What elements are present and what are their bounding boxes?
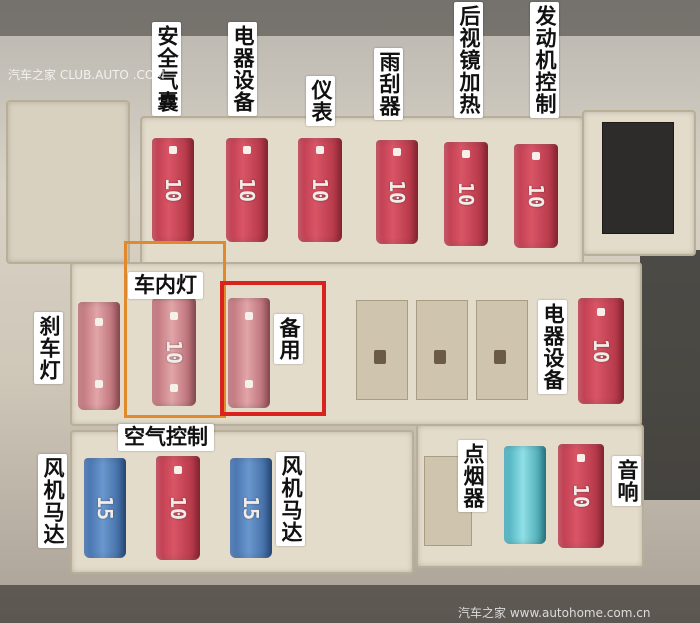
fuse-rating: 10 [235, 177, 259, 203]
label-electrical-1: 电器设备 [228, 22, 257, 116]
fuse-terminal [316, 146, 324, 154]
fuse-terminal [532, 152, 540, 160]
fuse-terminal [174, 466, 182, 474]
fuse-audio: 10 [558, 444, 604, 548]
label-wiper: 雨刮器 [374, 48, 403, 120]
fuse-airbag: 10 [152, 138, 194, 242]
label-airbag: 安全气囊 [152, 22, 181, 116]
slot-hole [494, 350, 506, 364]
fuse-rating: 10 [569, 483, 593, 509]
slot-hole [434, 350, 446, 364]
watermark-top: 汽车之家 CLUB.AUTO .COM [8, 68, 165, 82]
fuse-terminal [170, 312, 178, 320]
upper-left-shadow [0, 0, 700, 36]
label-instrument: 仪表 [306, 76, 335, 126]
fuse-terminal [462, 150, 470, 158]
bottom-shadow [0, 585, 700, 623]
fuse-rating: 10 [454, 181, 478, 207]
fuse-mirror-heat: 10 [444, 142, 488, 246]
fuse-rating: 10 [161, 177, 185, 203]
fuse-terminal [393, 148, 401, 156]
fuse-terminal [577, 454, 585, 462]
fuse-interior-light: 10 [152, 298, 196, 406]
fuse-fan-motor-right: 15 [230, 458, 272, 558]
fuse-rating: 10 [166, 495, 190, 521]
fuse-rating: 15 [93, 495, 117, 521]
label-fan-motor-left: 风机马达 [38, 454, 67, 548]
right-edge-shadow [640, 250, 700, 500]
fuse-electrical-1: 10 [226, 138, 268, 242]
slot-hole [374, 350, 386, 364]
label-ac-control: 空气控制 [118, 424, 214, 451]
fuse-terminal [169, 146, 177, 154]
highlight-orange-interior-light [124, 241, 226, 418]
fuse-terminal [245, 380, 253, 388]
watermark-bottom: 汽车之家 www.autohome.com.cn [458, 606, 651, 620]
fuse-engine: 10 [514, 144, 558, 248]
label-spare: 备用 [274, 314, 303, 364]
fuse-wiper: 10 [376, 140, 418, 244]
label-fan-motor-right: 风机马达 [276, 452, 305, 546]
fuse-terminal [95, 380, 103, 388]
label-mirror-heat: 后视镜加热 [454, 2, 483, 118]
fuse-rating: 10 [589, 338, 613, 364]
fuse-rating: 10 [308, 177, 332, 203]
fuse-terminal [170, 384, 178, 392]
fuse-bottom-middle: 10 [156, 456, 200, 560]
label-interior-light: 车内灯 [128, 272, 203, 299]
label-lighter: 点烟器 [458, 440, 487, 512]
fuse-instrument: 10 [298, 138, 342, 242]
left-side-panel [6, 100, 130, 264]
right-relay-socket [602, 122, 674, 234]
highlight-red-spare [220, 281, 326, 416]
fuse-terminal [597, 308, 605, 316]
fuse-terminal [95, 318, 103, 326]
fuse-rating: 10 [385, 179, 409, 205]
fuse-rating: 15 [239, 495, 263, 521]
fuse-rating: 10 [524, 183, 548, 209]
fuse-spare [228, 298, 270, 408]
fuse-terminal [243, 146, 251, 154]
fuse-terminal [245, 312, 253, 320]
fuse-lighter [504, 446, 546, 544]
label-engine: 发动机控制 [530, 2, 559, 118]
label-audio: 音响 [612, 456, 641, 506]
fuse-brake-light [78, 302, 120, 410]
fuse-fan-motor-left: 15 [84, 458, 126, 558]
label-brake-light: 刹车灯 [34, 312, 63, 384]
fuse-electrical-2: 10 [578, 298, 624, 404]
label-electrical-2: 电器设备 [538, 300, 567, 394]
